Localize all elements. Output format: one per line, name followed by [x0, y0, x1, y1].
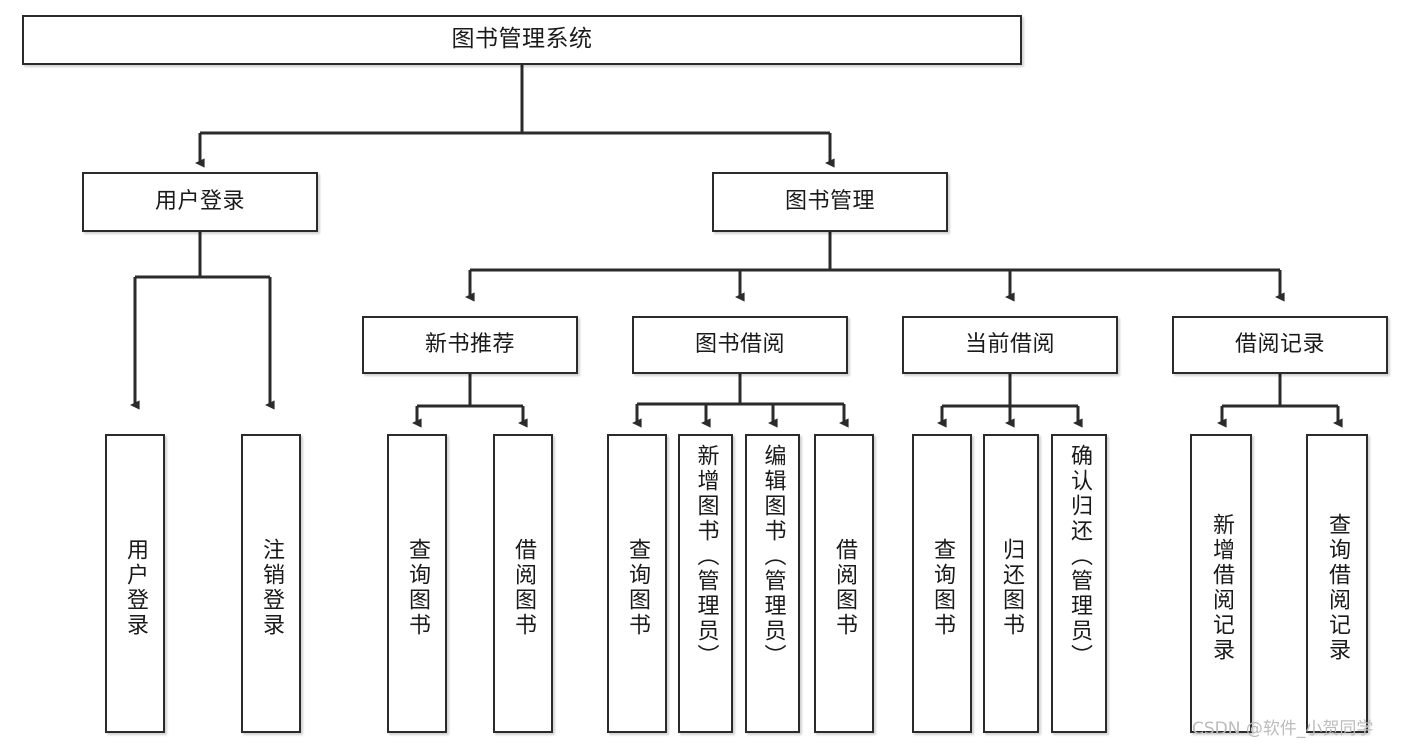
- node-label: 注销登录: [259, 537, 284, 638]
- node-current-borrow[interactable]: 当前借阅: [902, 316, 1118, 374]
- node-label: 借阅图书: [832, 537, 857, 638]
- leaf-borrow-book[interactable]: 借阅图书: [814, 434, 874, 733]
- node-label: 查询图书: [930, 537, 955, 638]
- node-label: 借阅图书: [511, 537, 536, 638]
- node-label: 图书管理系统: [451, 26, 593, 53]
- leaf-borrow-book-recommend[interactable]: 借阅图书: [493, 434, 553, 733]
- node-label: 确认归还（管理员）: [1067, 444, 1092, 669]
- node-label: 用户登录: [123, 537, 148, 638]
- node-label: 归还图书: [999, 537, 1024, 638]
- leaf-edit-book-admin[interactable]: 编辑图书（管理员）: [745, 434, 800, 733]
- node-label: 查询借阅记录: [1325, 512, 1350, 663]
- node-label: 新增图书（管理员）: [693, 444, 719, 669]
- node-borrow-record[interactable]: 借阅记录: [1172, 316, 1388, 374]
- leaf-logout[interactable]: 注销登录: [241, 434, 301, 733]
- leaf-add-borrow-record[interactable]: 新增借阅记录: [1190, 434, 1252, 733]
- node-book-management[interactable]: 图书管理: [712, 172, 948, 232]
- node-label: 查询图书: [405, 537, 430, 638]
- node-label: 编辑图书（管理员）: [760, 444, 786, 669]
- node-label: 图书借阅: [694, 332, 785, 358]
- leaf-query-book-recommend[interactable]: 查询图书: [387, 434, 447, 733]
- leaf-add-book-admin[interactable]: 新增图书（管理员）: [678, 434, 733, 733]
- leaf-confirm-return-admin[interactable]: 确认归还（管理员）: [1051, 434, 1107, 733]
- leaf-user-login[interactable]: 用户登录: [105, 434, 165, 733]
- leaf-query-book-current[interactable]: 查询图书: [912, 434, 972, 733]
- node-label: 新书推荐: [424, 332, 515, 358]
- node-label: 查询图书: [625, 537, 650, 638]
- node-label: 图书管理: [784, 189, 875, 215]
- node-label: 借阅记录: [1234, 332, 1325, 358]
- node-label: 新增借阅记录: [1209, 512, 1234, 663]
- node-book-borrow[interactable]: 图书借阅: [632, 316, 848, 374]
- leaf-return-book[interactable]: 归还图书: [983, 434, 1039, 733]
- watermark-text: CSDN @软件_小贺同学: [1192, 719, 1374, 739]
- leaf-query-borrow-record[interactable]: 查询借阅记录: [1306, 434, 1368, 733]
- leaf-query-book-borrow[interactable]: 查询图书: [607, 434, 667, 733]
- node-user-login[interactable]: 用户登录: [82, 172, 318, 232]
- node-label: 当前借阅: [964, 332, 1055, 358]
- node-label: 用户登录: [154, 189, 245, 215]
- node-root-system[interactable]: 图书管理系统: [22, 15, 1022, 65]
- node-new-book-recommend[interactable]: 新书推荐: [362, 316, 578, 374]
